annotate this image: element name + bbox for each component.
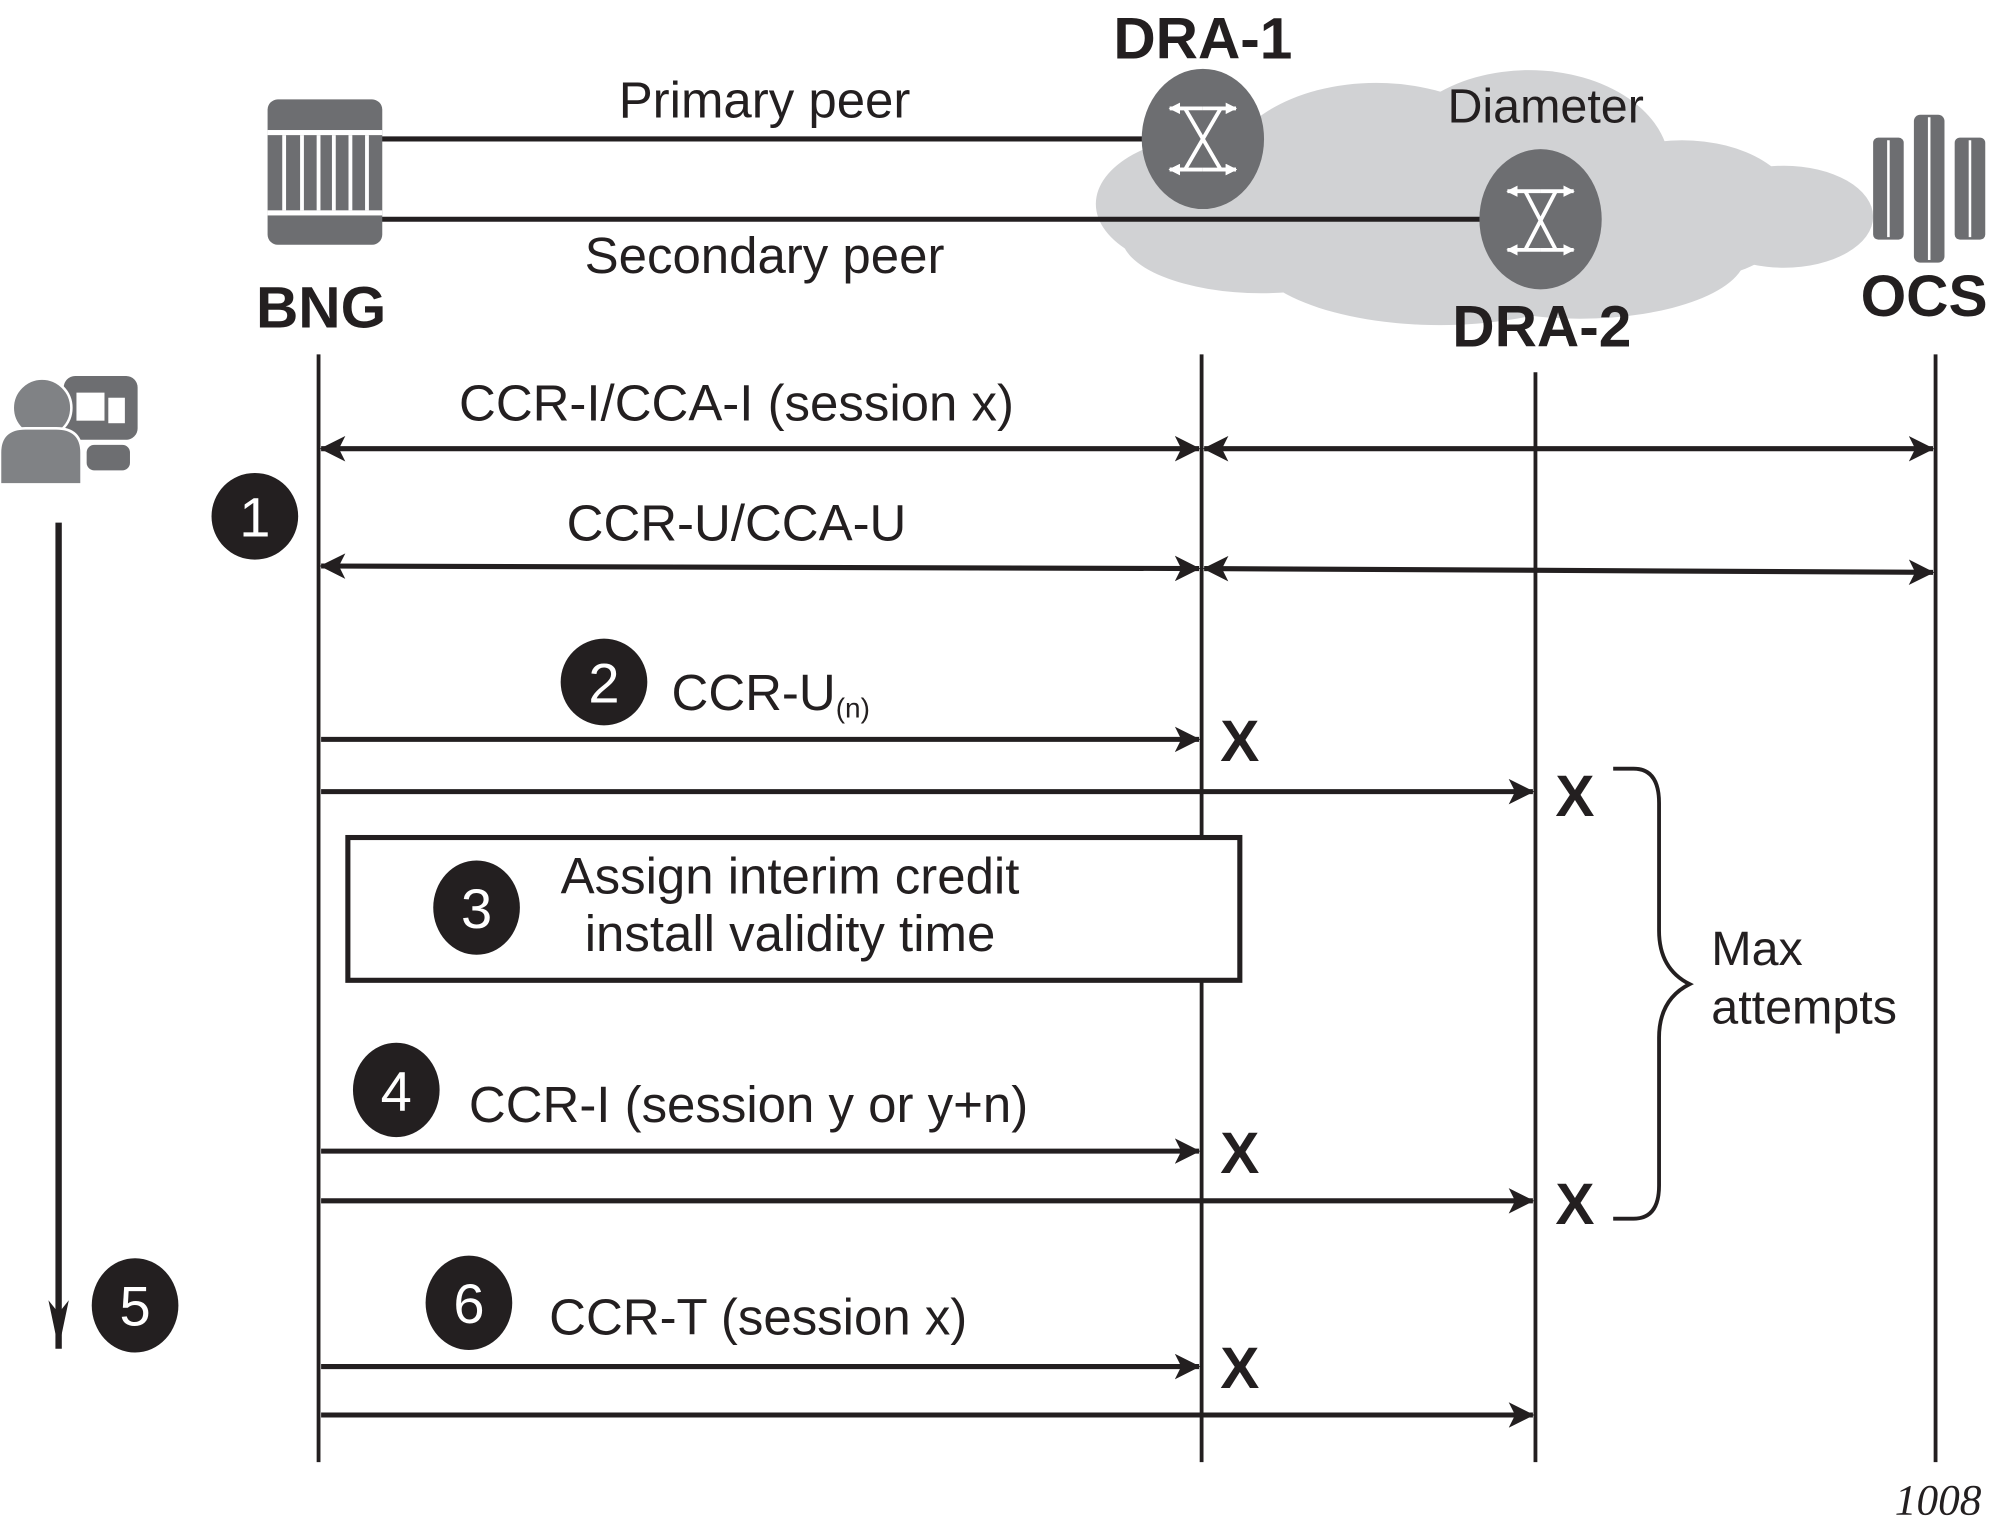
dra2-switch-icon [1479, 149, 1602, 290]
step-5-badge: 5 [91, 1258, 179, 1353]
dra1-label: DRA-1 [1113, 7, 1292, 72]
ccr-u-cca-u-label: CCR-U/CCA-U [567, 494, 907, 551]
install-validity-time-text: install validity time [585, 905, 996, 962]
ccr-i-session-y-label: CCR-I (session y or y+n) [469, 1076, 1028, 1133]
secondary-peer-label: Secondary peer [585, 227, 945, 284]
dra1-failure-mark-1: X [1220, 709, 1259, 774]
time-axis-arrowhead [48, 1300, 69, 1349]
primary-peer-label: Primary peer [619, 71, 911, 128]
svg-text:4: 4 [381, 1059, 412, 1122]
ccr-u-dra1-ocs-arrow [1202, 555, 1935, 585]
svg-text:3: 3 [461, 877, 492, 940]
figure-number: 1008 [1895, 1476, 1982, 1524]
subscriber-icon [0, 376, 138, 486]
dra2-label: DRA-2 [1452, 295, 1631, 360]
cloud-label: Diameter [1447, 79, 1643, 133]
svg-text:6: 6 [453, 1272, 484, 1335]
ccr-t-session-x-label: CCR-T (session x) [549, 1289, 967, 1346]
bng-router-icon [267, 99, 383, 245]
step-6-badge: 6 [425, 1255, 513, 1350]
ccr-i-cca-i-label: CCR-I/CCA-I (session x) [459, 375, 1014, 432]
max-label: Max [1711, 922, 1802, 976]
step-4-badge: 4 [352, 1042, 440, 1138]
dra1-switch-icon [1141, 68, 1265, 210]
attempts-label: attempts [1711, 981, 1897, 1035]
bng-label: BNG [256, 276, 386, 341]
ccr-u-bng-dra1-arrow [319, 553, 1201, 582]
max-attempts-brace [1613, 766, 1694, 1221]
step-3-badge: 3 [433, 860, 520, 955]
ocs-server-icon [1873, 114, 1986, 263]
svg-text:2: 2 [588, 651, 619, 714]
dra2-failure-mark-1: X [1555, 764, 1594, 829]
ocs-label: OCS [1861, 264, 1988, 329]
step-2-badge: 2 [560, 638, 648, 726]
svg-text:1: 1 [239, 486, 270, 549]
assign-interim-credit-text: Assign interim credit [561, 848, 1020, 905]
svg-text:5: 5 [119, 1275, 150, 1338]
ccr-u-n-label: CCR-U(n) [672, 664, 870, 724]
dra1-failure-mark-3: X [1220, 1336, 1259, 1401]
step-1-badge: 1 [211, 472, 299, 560]
dra2-failure-mark-2: X [1555, 1172, 1594, 1237]
dra1-failure-mark-2: X [1220, 1121, 1259, 1186]
